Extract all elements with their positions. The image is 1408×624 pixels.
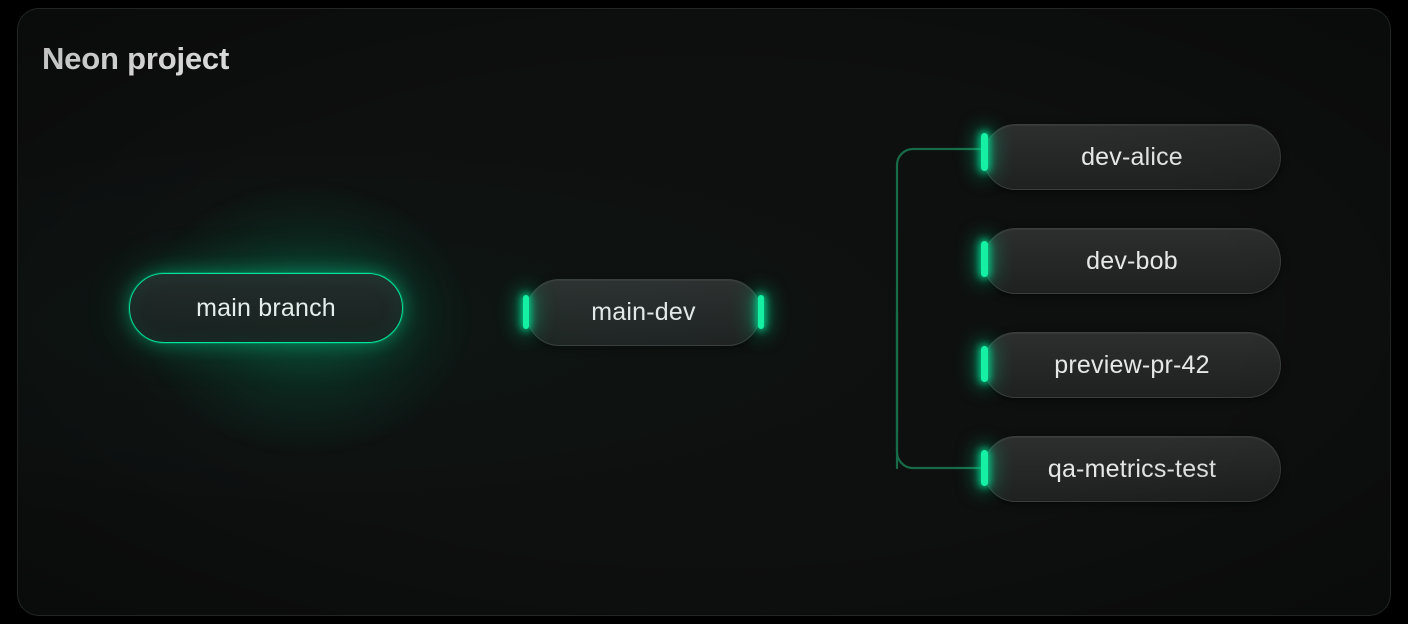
wire-trunk-bottom bbox=[895, 310, 985, 470]
branch-node-label: dev-bob bbox=[1086, 246, 1178, 275]
branch-node-dev-bob[interactable]: dev-bob bbox=[983, 228, 1281, 294]
branch-node-qa-metrics-test[interactable]: qa-metrics-test bbox=[983, 436, 1281, 502]
page-title: Neon project bbox=[42, 41, 230, 76]
branch-node-dev-alice[interactable]: dev-alice bbox=[983, 124, 1281, 190]
neon-project-card: Neon project bbox=[17, 8, 1391, 616]
wire-trunk-top bbox=[895, 147, 985, 470]
branch-node-label: main branch bbox=[196, 293, 336, 322]
branch-node-label: main-dev bbox=[591, 298, 696, 326]
branch-node-label: qa-metrics-test bbox=[1047, 454, 1217, 483]
branch-node-label: preview-pr-42 bbox=[1054, 350, 1210, 379]
branch-node-label: dev-alice bbox=[1081, 142, 1183, 171]
branch-node-main-dev[interactable]: main-dev bbox=[526, 279, 761, 346]
branch-node-preview-pr-42[interactable]: preview-pr-42 bbox=[983, 332, 1281, 398]
branch-node-main-branch[interactable]: main branch bbox=[129, 273, 403, 343]
